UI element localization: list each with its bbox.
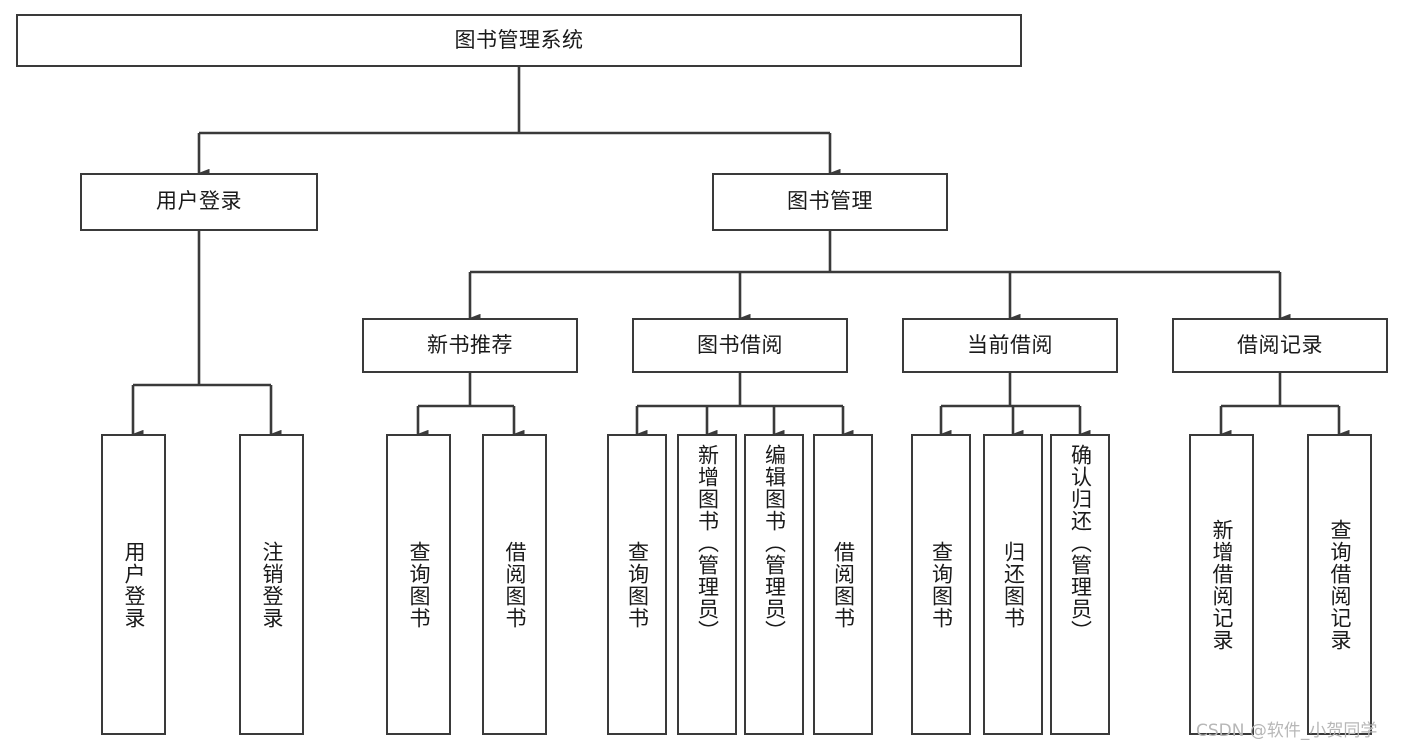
node-leaf-query-book-2[interactable]: 查询图书 xyxy=(607,434,667,735)
node-label: 用户登录 xyxy=(156,189,242,214)
node-label: 查询图书 xyxy=(929,540,954,629)
node-leaf-borrow-book-1[interactable]: 借阅图书 xyxy=(482,434,547,735)
node-label: 查询借阅记录 xyxy=(1327,518,1352,651)
node-label: 注销登录 xyxy=(259,540,284,629)
node-leaf-query-book-1[interactable]: 查询图书 xyxy=(386,434,451,735)
node-leaf-edit-book-admin[interactable]: 编辑图书（管理员） xyxy=(744,434,804,735)
node-label: 新增借阅记录 xyxy=(1209,518,1234,651)
node-new-book-recommend[interactable]: 新书推荐 xyxy=(362,318,578,373)
node-label: 查询图书 xyxy=(406,540,431,629)
node-leaf-add-borrow-record[interactable]: 新增借阅记录 xyxy=(1189,434,1254,735)
node-label: 借阅记录 xyxy=(1237,332,1323,357)
node-leaf-user-login[interactable]: 用户登录 xyxy=(101,434,166,735)
node-label: 确认归还（管理员） xyxy=(1068,444,1093,642)
node-book-borrow[interactable]: 图书借阅 xyxy=(632,318,848,373)
edges-group xyxy=(131,67,1350,439)
node-label: 归还图书 xyxy=(1001,540,1026,629)
node-leaf-user-logout[interactable]: 注销登录 xyxy=(239,434,304,735)
node-leaf-borrow-book-2[interactable]: 借阅图书 xyxy=(813,434,873,735)
node-label: 当前借阅 xyxy=(967,332,1053,357)
node-leaf-query-borrow-record[interactable]: 查询借阅记录 xyxy=(1307,434,1372,735)
node-label: 新书推荐 xyxy=(427,332,513,357)
node-label: 借阅图书 xyxy=(502,540,527,629)
node-label: 用户登录 xyxy=(121,540,146,629)
node-leaf-add-book-admin[interactable]: 新增图书（管理员） xyxy=(677,434,737,735)
node-leaf-return-book[interactable]: 归还图书 xyxy=(983,434,1043,735)
node-current-borrow[interactable]: 当前借阅 xyxy=(902,318,1118,373)
node-label: 查询图书 xyxy=(625,540,650,629)
watermark-text: CSDN @软件_小贺同学 xyxy=(1196,721,1378,741)
node-label: 图书借阅 xyxy=(697,332,783,357)
node-label: 新增图书（管理员） xyxy=(695,444,720,642)
node-label: 图书管理 xyxy=(787,189,873,214)
node-user-login[interactable]: 用户登录 xyxy=(80,173,318,231)
node-borrow-record[interactable]: 借阅记录 xyxy=(1172,318,1388,373)
node-book-manage[interactable]: 图书管理 xyxy=(712,173,948,231)
node-label: 借阅图书 xyxy=(831,540,856,629)
node-leaf-query-book-3[interactable]: 查询图书 xyxy=(911,434,971,735)
node-root-title[interactable]: 图书管理系统 xyxy=(16,14,1022,67)
node-label: 图书管理系统 xyxy=(454,27,584,52)
node-label: 编辑图书（管理员） xyxy=(762,444,787,642)
node-leaf-confirm-return-admin[interactable]: 确认归还（管理员） xyxy=(1050,434,1110,735)
